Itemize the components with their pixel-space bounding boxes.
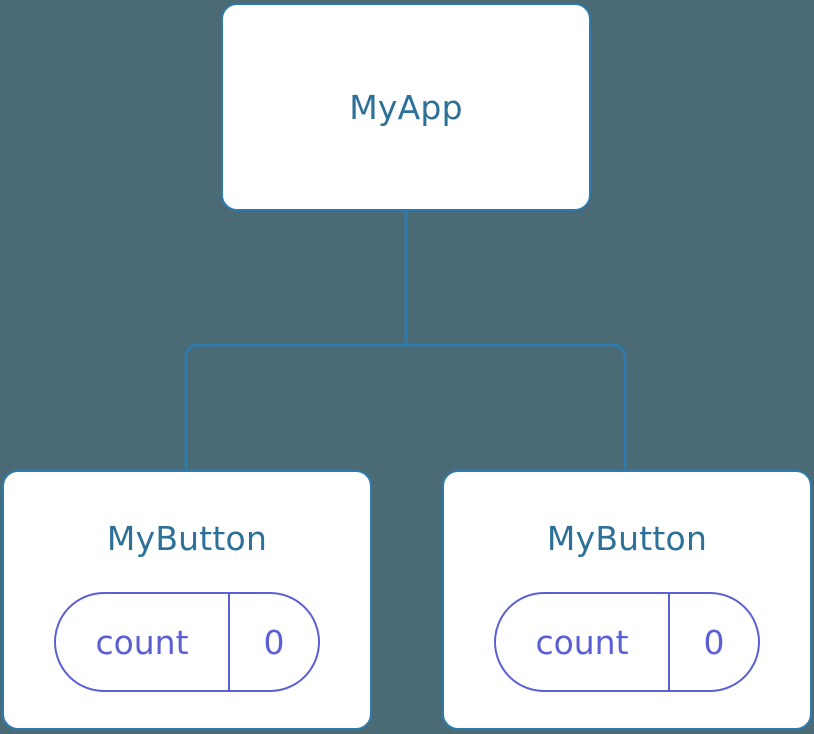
state-key: count (95, 622, 189, 662)
tree-node-child-0[interactable]: MyButton count 0 (2, 470, 372, 730)
state-value: 0 (228, 594, 318, 690)
node-title: MyButton (106, 519, 268, 558)
edge-to-child-0 (184, 343, 406, 472)
state-badge[interactable]: count 0 (54, 592, 320, 692)
edge-to-child-1 (406, 343, 627, 472)
node-title: MyApp (349, 87, 463, 127)
state-value: 0 (668, 594, 758, 690)
tree-node-root[interactable]: MyApp (221, 3, 591, 211)
state-key: count (535, 622, 629, 662)
tree-node-child-1[interactable]: MyButton count 0 (442, 470, 812, 730)
node-title: MyButton (546, 519, 708, 558)
state-badge[interactable]: count 0 (494, 592, 760, 692)
